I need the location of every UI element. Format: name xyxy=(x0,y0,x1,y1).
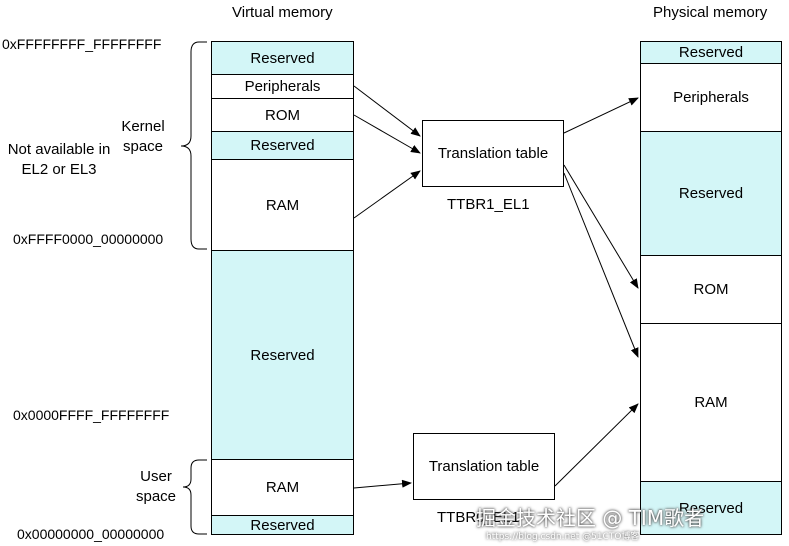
virtual-reserved-top: Reserved xyxy=(211,41,354,75)
arrow-rom-to-table xyxy=(353,114,421,154)
physical-memory-title: Physical memory xyxy=(653,4,768,21)
arrow-table-to-peripherals xyxy=(563,97,639,134)
arrow-peripherals-to-table xyxy=(353,85,421,137)
user-space-label: User space xyxy=(135,468,177,505)
ttbr1-label: TTBR1_EL1 xyxy=(447,196,530,213)
kernel-brace xyxy=(180,41,207,250)
virtual-reserved-middle: Reserved xyxy=(211,250,354,460)
virtual-ram-kernel: RAM xyxy=(211,159,354,251)
virtual-reserved-bottom: Reserved xyxy=(211,515,354,535)
virtual-ram-user: RAM xyxy=(211,459,354,516)
translation-table-user: Translation table xyxy=(413,433,555,500)
physical-rom: ROM xyxy=(640,255,782,324)
translation-table-kernel: Translation table xyxy=(422,120,564,187)
address-bottom: 0x00000000_00000000 xyxy=(17,526,165,542)
address-top: 0xFFFFFFFF_FFFFFFFF xyxy=(2,36,162,52)
virtual-peripherals: Peripherals xyxy=(211,74,354,99)
user-brace xyxy=(182,459,207,535)
kernel-space-label: Kernel space xyxy=(121,118,165,155)
not-available-label: Not available in EL2 or EL3 xyxy=(7,141,111,178)
watermark: 掘金技术社区 @ TIM歌者 xyxy=(476,506,705,530)
ttbr0-label: TTBR0_EL1 xyxy=(437,509,520,526)
physical-reserved-top: Reserved xyxy=(640,41,782,64)
arrow-table-to-rom xyxy=(563,164,639,289)
arrow-user-table-to-ram xyxy=(554,403,639,487)
physical-reserved: Reserved xyxy=(640,131,782,256)
virtual-rom: ROM xyxy=(211,98,354,132)
virtual-reserved-kernel: Reserved xyxy=(211,131,354,160)
physical-reserved-bottom: Reserved xyxy=(640,481,782,535)
watermark-sub: https://blog.csdn.net @51CTO博客 xyxy=(486,532,640,542)
arrow-user-ram-to-table xyxy=(353,479,412,489)
physical-peripherals: Peripherals xyxy=(640,63,782,132)
virtual-memory-title: Virtual memory xyxy=(232,4,333,21)
physical-ram: RAM xyxy=(640,323,782,482)
address-user-top: 0x0000FFFF_FFFFFFFF xyxy=(13,407,170,423)
arrow-table-to-ram xyxy=(563,172,639,358)
arrow-ram-to-table xyxy=(353,170,421,219)
address-kernel-base: 0xFFFF0000_00000000 xyxy=(13,231,164,247)
